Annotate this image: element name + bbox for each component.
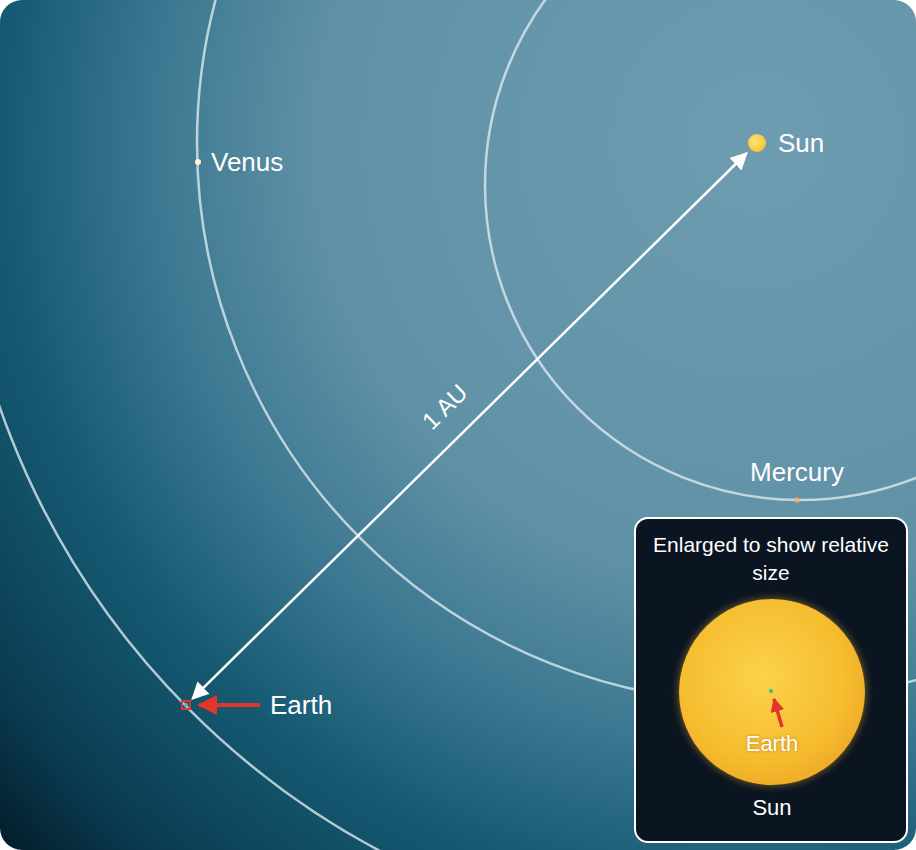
planet-label: Sun bbox=[778, 128, 824, 159]
inset-earth-dot bbox=[769, 689, 773, 693]
planet-label: Venus bbox=[211, 147, 283, 178]
sun-label: Sun bbox=[679, 795, 865, 821]
sun-dot: Sun bbox=[748, 134, 766, 152]
mercury-dot bbox=[795, 498, 800, 503]
earth-pointer bbox=[199, 703, 260, 707]
inset-panel: EarthSunEnlarged to show relative size bbox=[634, 517, 908, 843]
earth-marker: Earth bbox=[181, 700, 191, 710]
planet-label: Mercury bbox=[750, 457, 844, 488]
mercury-orbit bbox=[485, 0, 916, 500]
venus-dot bbox=[195, 159, 201, 165]
inset-title: Enlarged to show relative size bbox=[653, 531, 889, 586]
earth-label: Earth bbox=[679, 731, 865, 757]
earth-dot bbox=[184, 703, 188, 707]
planet-label: Earth bbox=[270, 690, 332, 721]
inset-earth-pointer bbox=[774, 699, 782, 727]
distance-label: 1 AU bbox=[416, 379, 473, 435]
sun-disk: EarthSun bbox=[679, 599, 865, 785]
inset-earth-figure bbox=[679, 599, 865, 785]
